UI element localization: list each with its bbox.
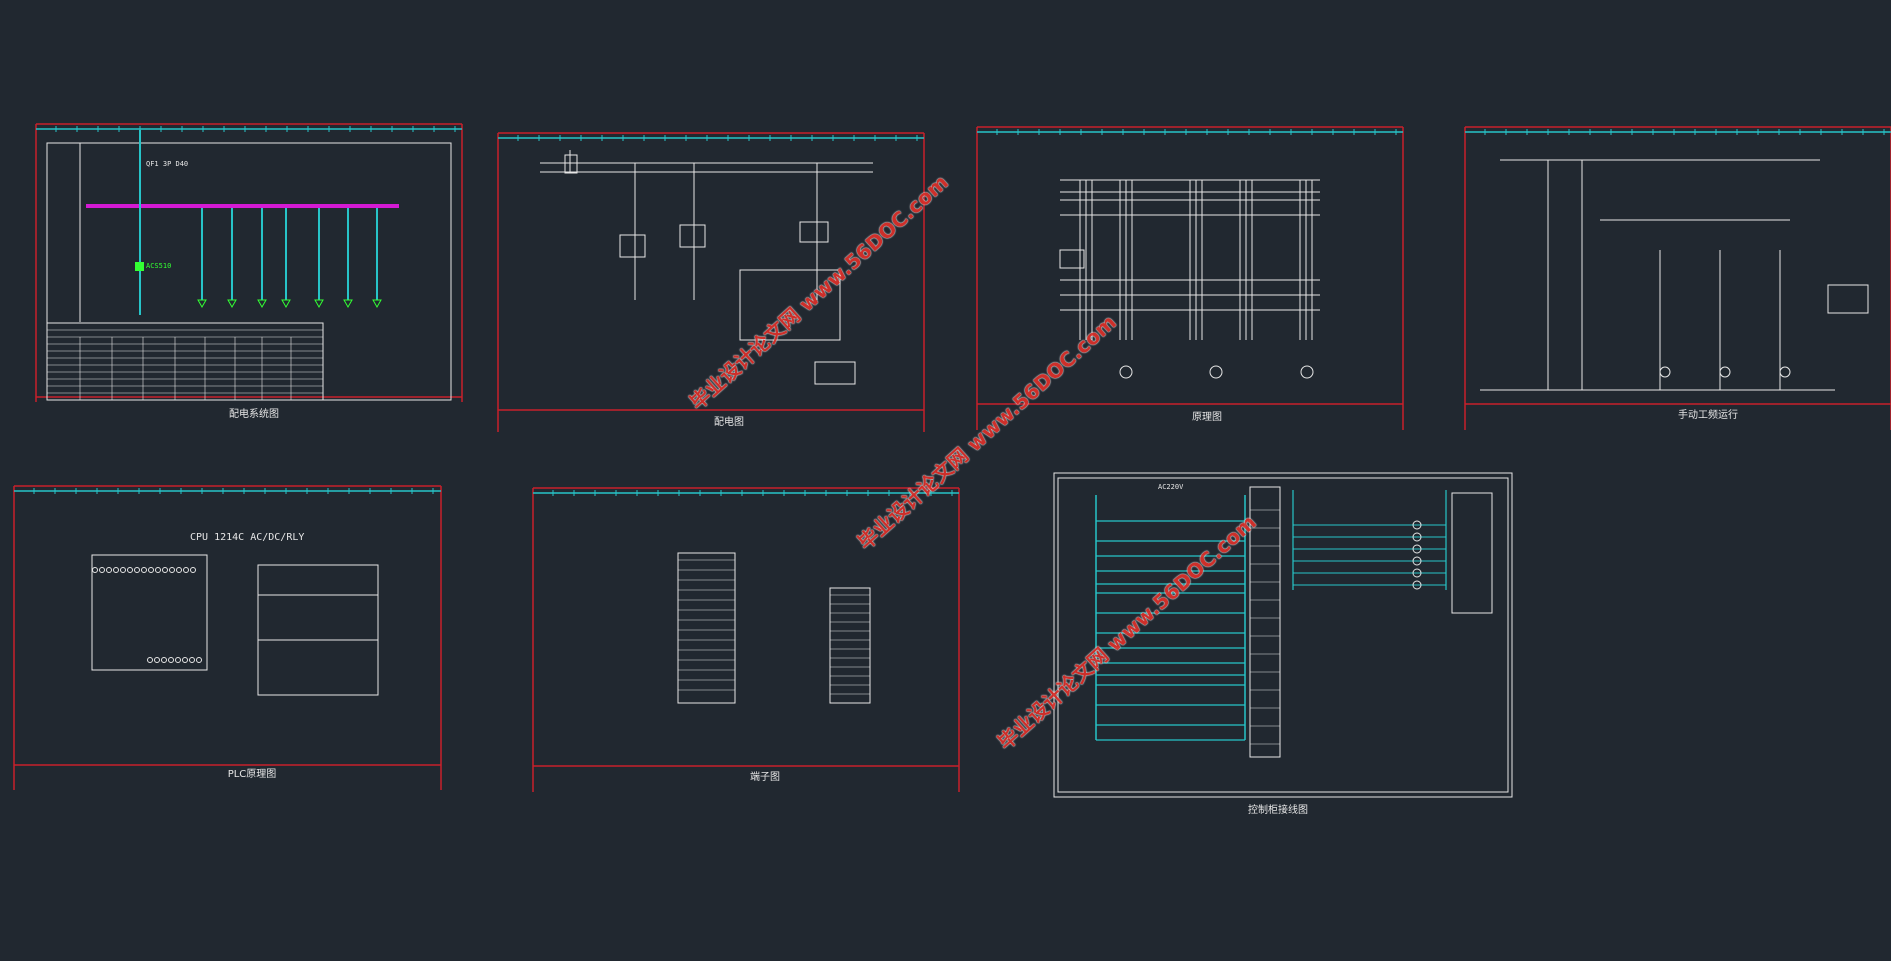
cpu-label: CPU 1214C AC/DC/RLY: [190, 532, 305, 543]
sheet-border: [46, 142, 452, 401]
load-arrow: [197, 299, 207, 309]
load-arrow: [227, 299, 237, 309]
motor-symbol: [1719, 366, 1731, 378]
sheet-title-terminal: 端子图: [750, 772, 780, 783]
terminal: [134, 567, 140, 573]
cad-line: [619, 234, 646, 258]
motor-symbol: [1779, 366, 1791, 378]
sheet-frame: [1057, 477, 1509, 793]
acs-label: ACS510: [146, 262, 172, 270]
sheet-title-distribution: 配电图: [714, 417, 744, 428]
cad-line: [679, 224, 706, 248]
ac220-label: AC220V: [1158, 483, 1184, 491]
lamp-symbol: [1412, 568, 1422, 578]
lamp-symbol: [1412, 556, 1422, 566]
lamp-symbol: [1412, 520, 1422, 530]
motor-symbol: [1119, 365, 1133, 379]
terminal: [99, 567, 105, 573]
terminal: [147, 657, 153, 663]
sheet-title-plc: PLC原理图: [227, 769, 277, 780]
terminal-block: [829, 587, 871, 704]
cad-line: [739, 269, 841, 341]
load-arrow: [281, 299, 291, 309]
terminal: [196, 657, 202, 663]
sheet-title-schematic: 原理图: [1192, 412, 1222, 423]
sheet-title-cabinet-wiring: 控制柜接线图: [1248, 805, 1308, 816]
qf1-label: QF1 3P D40: [146, 160, 189, 168]
cad-line: [1059, 249, 1085, 269]
terminal: [141, 567, 147, 573]
cad-line: [564, 154, 578, 174]
parameter-table: [46, 322, 324, 401]
terminal: [161, 657, 167, 663]
terminal: [113, 567, 119, 573]
plc-front-view: [91, 554, 208, 671]
terminal: [183, 567, 189, 573]
motor-symbol: [1300, 365, 1314, 379]
terminal: [162, 567, 168, 573]
vfd-symbol: [135, 262, 144, 271]
terminal: [168, 657, 174, 663]
cad-line: [814, 361, 856, 385]
terminal-block: [677, 552, 736, 704]
terminal: [175, 657, 181, 663]
terminal: [176, 567, 182, 573]
motor-symbol: [1209, 365, 1223, 379]
load-arrow: [343, 299, 353, 309]
plc-side-view: [257, 564, 379, 696]
load-arrow: [314, 299, 324, 309]
label-column: [1451, 492, 1493, 614]
cad-line: [799, 221, 829, 243]
terminal: [106, 567, 112, 573]
terminal: [154, 657, 160, 663]
terminal: [155, 567, 161, 573]
sheet-frame: [1053, 472, 1513, 798]
lamp-symbol: [1412, 544, 1422, 554]
terminal: [127, 567, 133, 573]
sheet-title-manual-run: 手动工频运行: [1678, 410, 1738, 421]
terminal: [120, 567, 126, 573]
cad-line: [1827, 284, 1869, 314]
terminal: [189, 657, 195, 663]
terminal: [182, 657, 188, 663]
load-arrow: [257, 299, 267, 309]
terminal: [148, 567, 154, 573]
terminal: [169, 567, 175, 573]
terminal: [190, 567, 196, 573]
motor-symbol: [1659, 366, 1671, 378]
lamp-symbol: [1412, 580, 1422, 590]
terminal: [92, 567, 98, 573]
lamp-symbol: [1412, 532, 1422, 542]
sheet-title-distribution-system: 配电系统图: [229, 409, 279, 420]
label-column: [1249, 486, 1281, 758]
load-arrow: [372, 299, 382, 309]
